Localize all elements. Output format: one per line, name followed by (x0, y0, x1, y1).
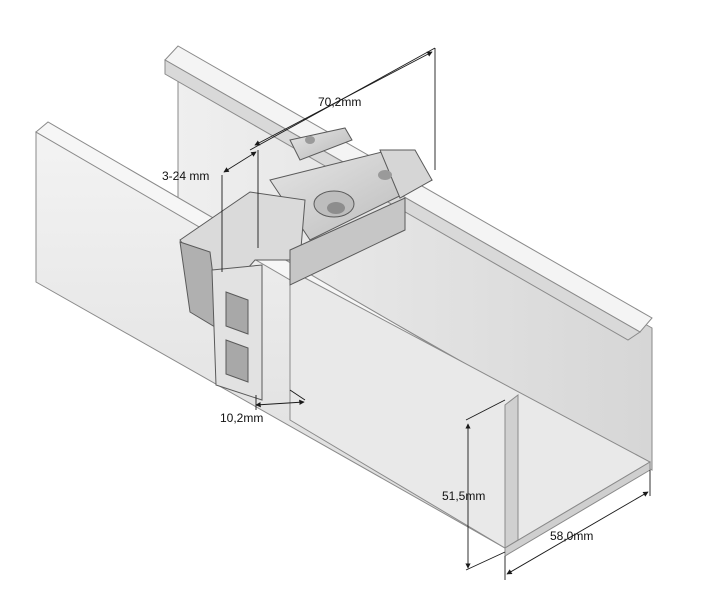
clamp-teeth-2 (225, 339, 249, 383)
dimension-label-width-top: 70,2mm (318, 95, 361, 109)
clamp-small-hole (378, 170, 392, 180)
front-rail (35, 121, 652, 557)
dimension-label-rail-height: 51,5mm (442, 489, 485, 503)
clamp-wedge (289, 197, 406, 286)
clamp-vertical-post (211, 264, 263, 401)
dimension-rail-width: 58,0mm (504, 470, 651, 580)
dimension-label-rail-width: 58,0mm (550, 529, 593, 543)
dimension-label-clamp-gap: 10,2mm (220, 411, 263, 425)
clamp-teeth-1 (225, 291, 249, 335)
clamp-top-hole (305, 136, 315, 144)
clamp-bolt-recess (327, 202, 345, 214)
clamp-arm (379, 149, 433, 199)
dimension-rail-height: 51,5mm (442, 399, 506, 571)
clamp-assembly (179, 127, 433, 401)
dimension-label-thickness: 3-24 mm (162, 169, 209, 183)
dimension-width-top: 70,2mm (249, 47, 436, 170)
dimension-thickness: 3-24 mm (162, 150, 259, 272)
dimension-clamp-gap: 10,2mm (220, 389, 306, 425)
front-rail-inner-wall (504, 393, 519, 549)
